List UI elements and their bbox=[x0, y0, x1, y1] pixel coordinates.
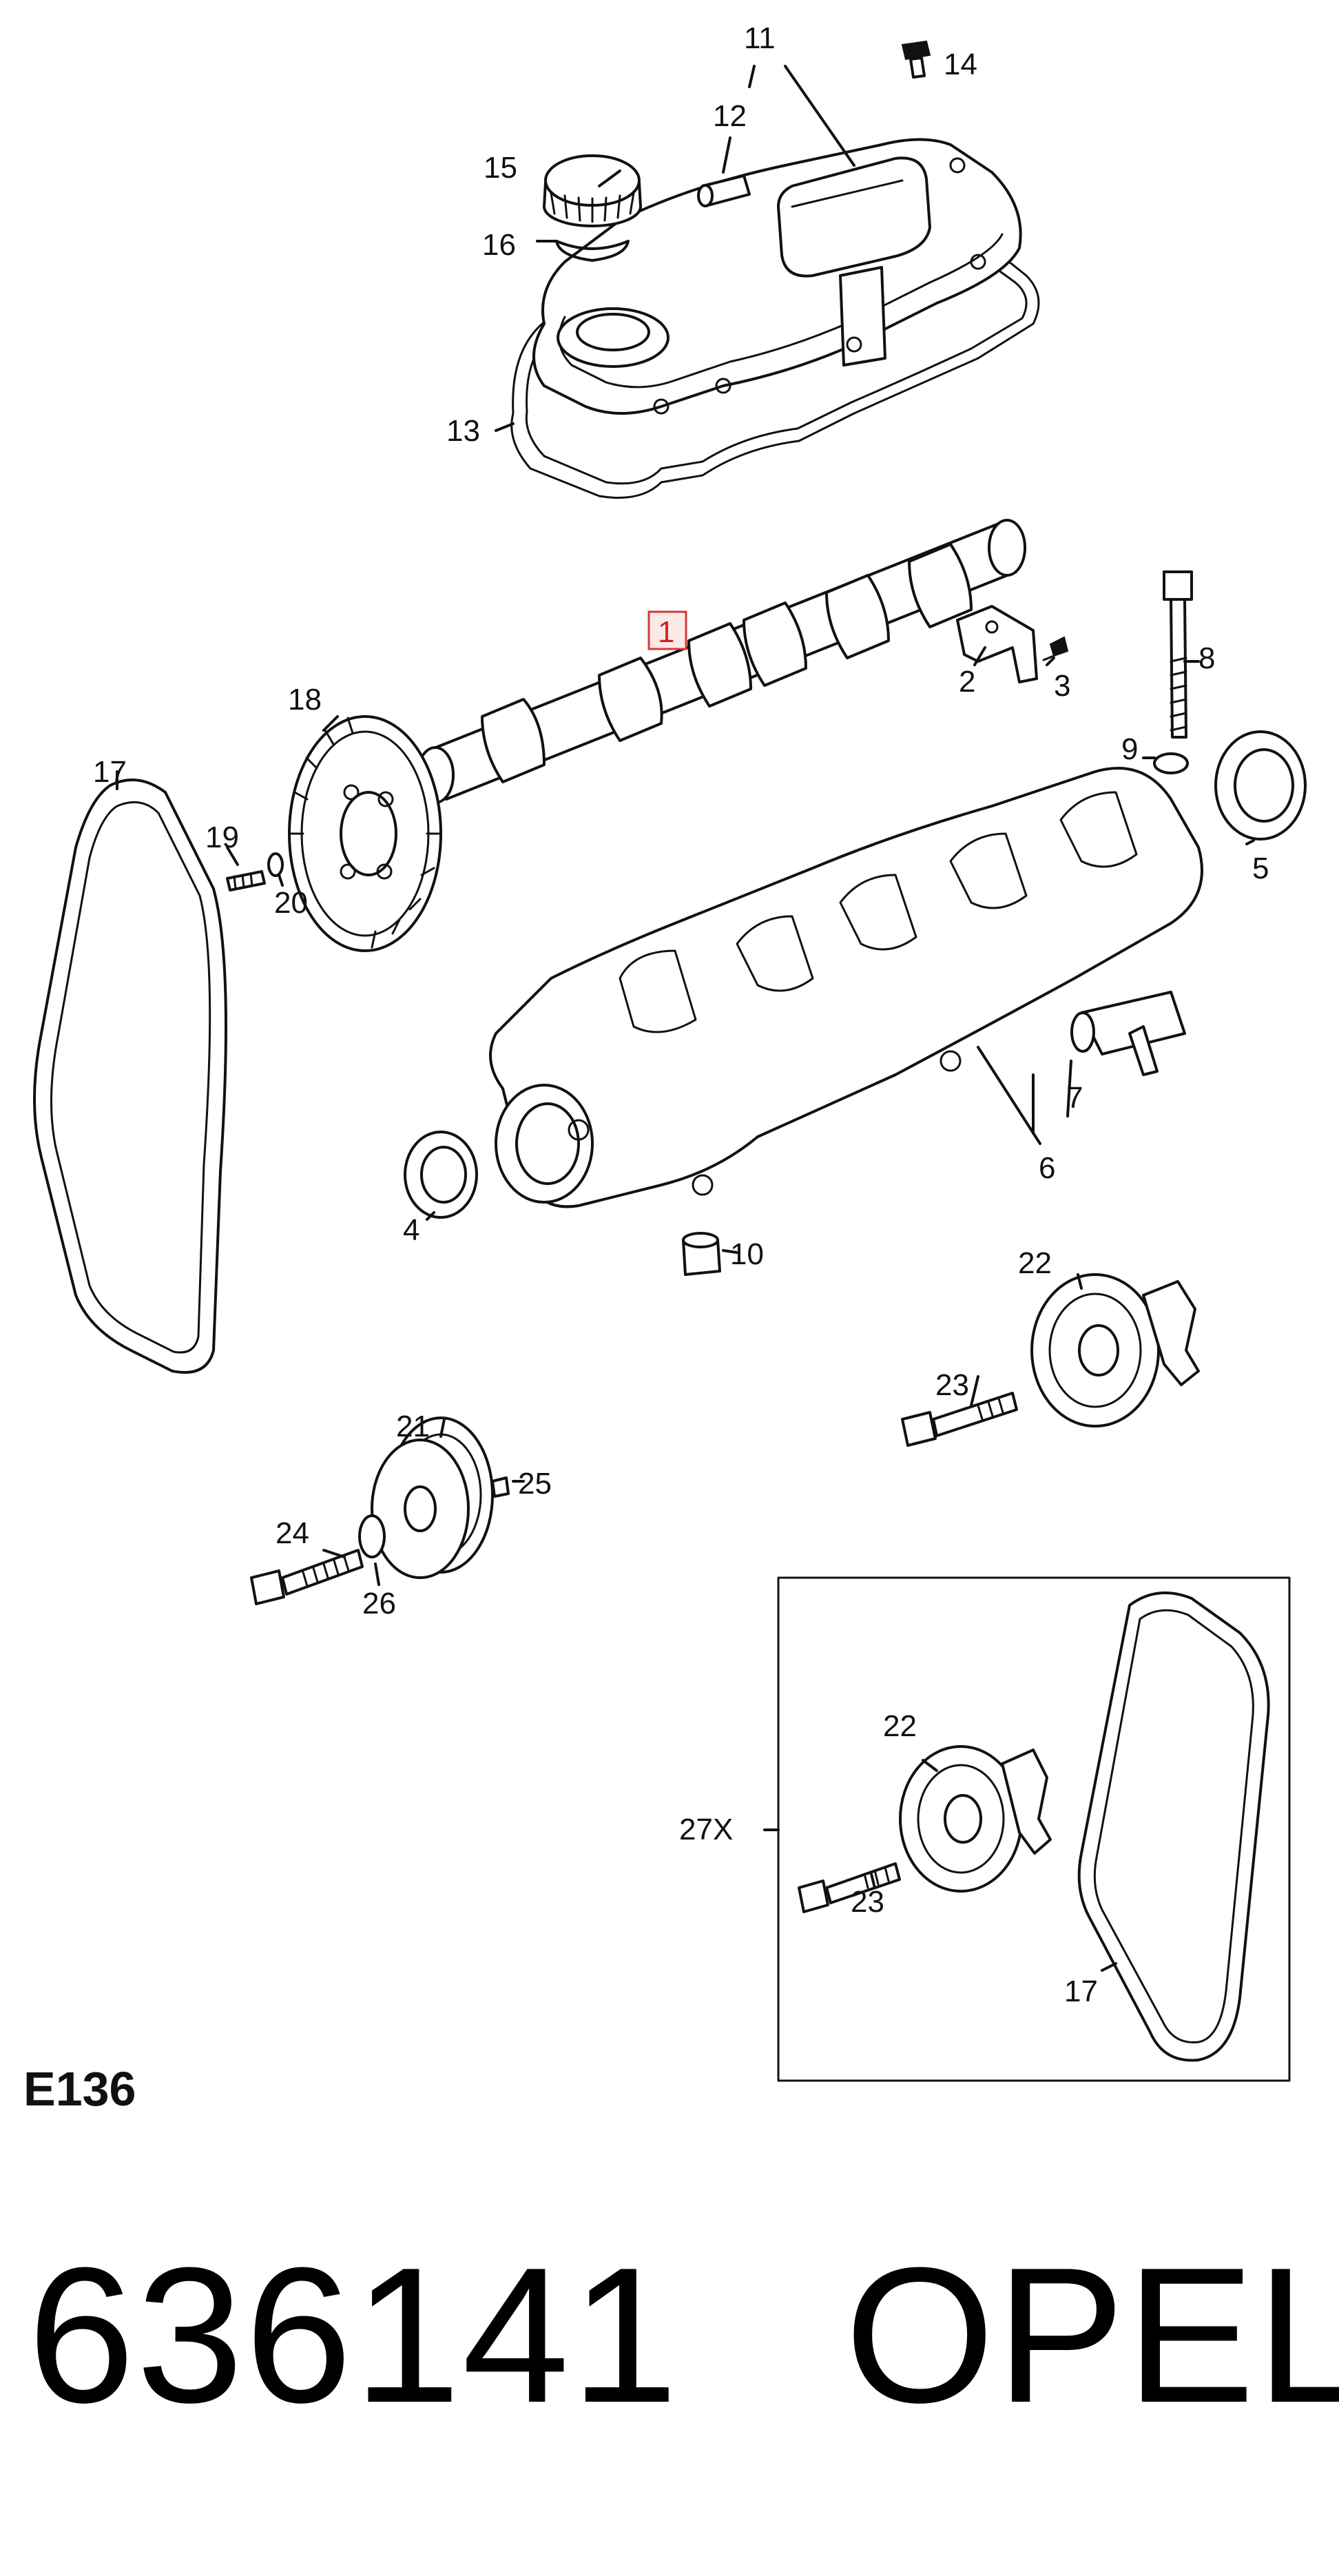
inset-callout-22[interactable]: 22 bbox=[883, 1709, 917, 1743]
callout-6[interactable]: 6 bbox=[1039, 1151, 1055, 1185]
callout-22[interactable]: 22 bbox=[1018, 1246, 1052, 1280]
callout-19[interactable]: 19 bbox=[205, 821, 239, 854]
callout-20[interactable]: 20 bbox=[274, 886, 308, 920]
callout-16[interactable]: 16 bbox=[482, 228, 516, 262]
camshaft-housing-illustration bbox=[489, 767, 1203, 1208]
callout-labels: 1 2 3 4 5 6 7 8 9 10 11 12 13 14 15 16 1… bbox=[93, 21, 1269, 2008]
crankshaft-bolt-illustration bbox=[250, 1549, 364, 1605]
camshaft-illustration bbox=[416, 519, 1026, 804]
callout-15[interactable]: 15 bbox=[484, 151, 517, 185]
bolt-washer-illustration bbox=[1153, 752, 1189, 774]
callout-1-highlight bbox=[647, 610, 687, 650]
filler-cap-seal-illustration bbox=[555, 240, 630, 262]
timing-belt-illustration bbox=[33, 779, 227, 1374]
camshaft-seal-right-illustration bbox=[1214, 730, 1307, 841]
camshaft-gear-illustration bbox=[288, 715, 442, 952]
callout-17[interactable]: 17 bbox=[93, 755, 127, 789]
callout-4[interactable]: 4 bbox=[403, 1213, 419, 1247]
callout-8[interactable]: 8 bbox=[1198, 641, 1215, 675]
belt-tensioner-illustration bbox=[1030, 1273, 1200, 1428]
callout-9[interactable]: 9 bbox=[1121, 732, 1138, 766]
callout-12[interactable]: 12 bbox=[713, 99, 747, 133]
repair-kit-inset bbox=[777, 1576, 1291, 2082]
crankshaft-sprocket-illustration bbox=[371, 1416, 494, 1579]
gear-washer-illustration bbox=[267, 852, 284, 877]
housing-sensor-illustration bbox=[1070, 991, 1186, 1076]
tensioner-bolt-illustration bbox=[901, 1392, 1018, 1447]
callout-21[interactable]: 21 bbox=[396, 1410, 430, 1443]
callout-5[interactable]: 5 bbox=[1252, 852, 1269, 885]
breather-pin-illustration bbox=[697, 174, 751, 207]
callout-24[interactable]: 24 bbox=[276, 1516, 309, 1550]
camshaft-seal-left-illustration bbox=[404, 1131, 478, 1219]
brand-name: OPEL bbox=[844, 2228, 1339, 2443]
head-bolt-illustration bbox=[1163, 570, 1193, 739]
sprocket-washer-illustration bbox=[358, 1514, 386, 1558]
callout-3[interactable]: 3 bbox=[1054, 669, 1070, 703]
gear-bolt-illustration bbox=[226, 870, 266, 892]
sprocket-key-illustration bbox=[491, 1476, 510, 1498]
callout-23[interactable]: 23 bbox=[935, 1368, 969, 1402]
thrust-plate-screw-illustration bbox=[1042, 636, 1069, 661]
housing-plug-illustration bbox=[682, 1232, 721, 1276]
leader-lines bbox=[116, 65, 1255, 1972]
callout-10[interactable]: 10 bbox=[730, 1237, 764, 1271]
callout-1[interactable]: 1 bbox=[658, 615, 674, 649]
callout-13[interactable]: 13 bbox=[446, 414, 480, 448]
valve-cover-illustration bbox=[510, 138, 1040, 499]
callout-14[interactable]: 14 bbox=[944, 48, 977, 81]
callout-2[interactable]: 2 bbox=[959, 665, 975, 699]
callout-26[interactable]: 26 bbox=[362, 1587, 396, 1620]
callout-18[interactable]: 18 bbox=[288, 683, 322, 717]
callout-25[interactable]: 25 bbox=[518, 1467, 552, 1501]
callout-7[interactable]: 7 bbox=[1066, 1081, 1083, 1115]
oil-filler-cap-illustration bbox=[543, 154, 642, 227]
inset-callout-17[interactable]: 17 bbox=[1064, 1975, 1098, 2008]
thrust-plate-illustration bbox=[956, 605, 1038, 683]
inset-callout-23[interactable]: 23 bbox=[851, 1885, 884, 1919]
callout-11[interactable]: 11 bbox=[744, 21, 776, 55]
part-number: 636141 bbox=[28, 2228, 680, 2443]
cover-bolt-illustration bbox=[901, 40, 931, 79]
diagram-code: E136 bbox=[23, 2062, 136, 2116]
callout-27x[interactable]: 27X bbox=[679, 1813, 733, 1846]
